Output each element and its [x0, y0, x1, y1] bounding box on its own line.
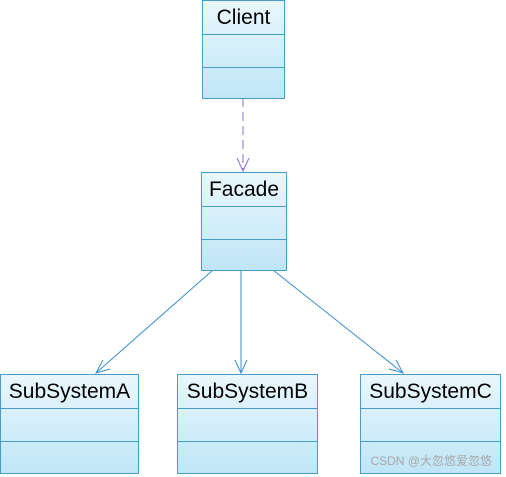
methods-divider: [1, 441, 138, 442]
attributes-divider: [203, 34, 284, 35]
methods-divider: [203, 67, 284, 68]
class-name: Facade: [208, 177, 280, 201]
association-c-arrowhead: [388, 359, 405, 374]
association-facade-subsystem-c: [272, 269, 404, 374]
class-name: SubSystemB: [186, 379, 309, 403]
methods-divider: [202, 239, 286, 240]
class-client[interactable]: Client: [202, 0, 285, 99]
dependency-arrowhead: [236, 157, 250, 173]
class-name: Client: [216, 5, 271, 29]
methods-divider: [178, 441, 317, 442]
class-facade[interactable]: Facade: [201, 172, 287, 271]
class-subsystem-b[interactable]: SubSystemB: [177, 374, 318, 474]
attributes-divider: [1, 408, 138, 409]
attributes-divider: [178, 408, 317, 409]
watermark-text: CSDN @大忽悠爱忽悠: [370, 454, 492, 468]
attributes-divider: [202, 206, 286, 207]
class-name: SubSystemC: [369, 379, 492, 403]
association-a-arrowhead: [94, 359, 111, 374]
association-facade-subsystem-a: [95, 269, 214, 374]
association-b-arrowhead: [234, 359, 248, 375]
methods-divider: [361, 441, 500, 442]
class-subsystem-c[interactable]: SubSystemC: [360, 374, 501, 474]
attributes-divider: [361, 408, 500, 409]
class-subsystem-a[interactable]: SubSystemA: [0, 374, 139, 474]
class-name: SubSystemA: [8, 379, 131, 403]
